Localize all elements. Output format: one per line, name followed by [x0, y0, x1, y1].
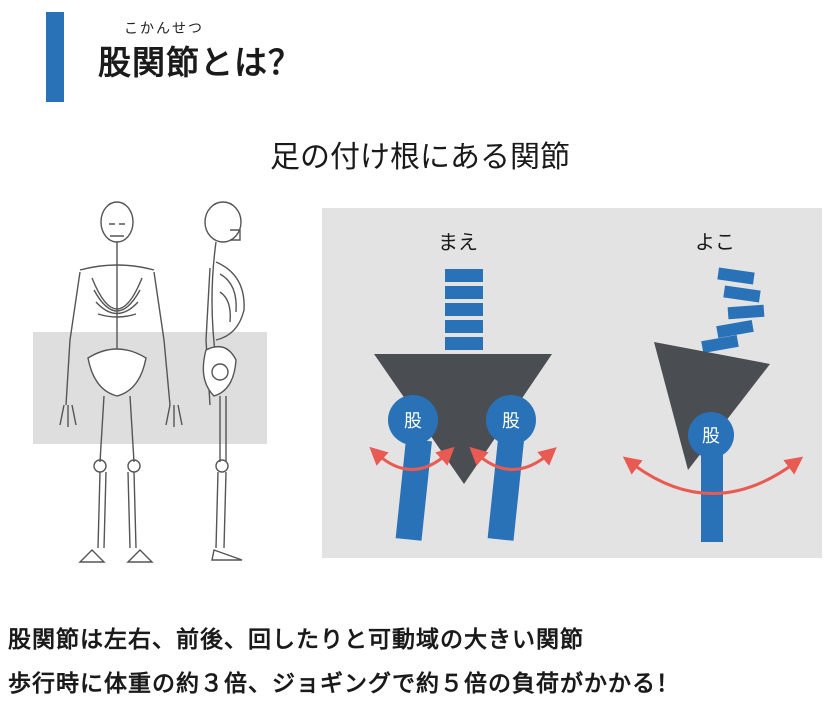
front-left-joint-label: 股	[404, 411, 422, 432]
front-left-arrow	[369, 446, 455, 471]
side-spine	[701, 267, 765, 354]
front-skeleton	[59, 201, 183, 563]
front-right-femur	[487, 438, 524, 541]
front-left-hip-joint	[388, 395, 438, 445]
skeleton-illustration	[33, 201, 267, 563]
side-hip-joint	[688, 412, 734, 458]
front-view-label: まえ	[438, 230, 478, 254]
side-pelvis	[654, 342, 770, 470]
front-left-femur	[395, 438, 432, 541]
section-accent-bar	[46, 12, 64, 102]
subtitle: 足の付け根にある関節	[270, 140, 570, 175]
side-femur	[701, 450, 723, 542]
summary-line-1: 股関節は左右、前後、回したりと可動域の大きい関節	[8, 627, 584, 653]
front-right-arrow	[469, 446, 557, 471]
side-joint-label: 股	[702, 426, 720, 447]
side-arrow	[622, 456, 804, 495]
front-right-hip-joint	[486, 395, 536, 445]
front-spine	[445, 269, 483, 350]
side-view-label: よこ	[695, 230, 735, 254]
title-ruby: こかんせつ	[124, 21, 204, 37]
summary-line-2: 歩行時に体重の約３倍、ジョギングで約５倍の負荷がかかる！	[8, 671, 680, 697]
side-skeleton	[202, 201, 245, 561]
front-right-joint-label: 股	[502, 411, 520, 432]
front-pelvis	[374, 354, 552, 484]
page-title: 股関節とは？	[98, 43, 302, 82]
